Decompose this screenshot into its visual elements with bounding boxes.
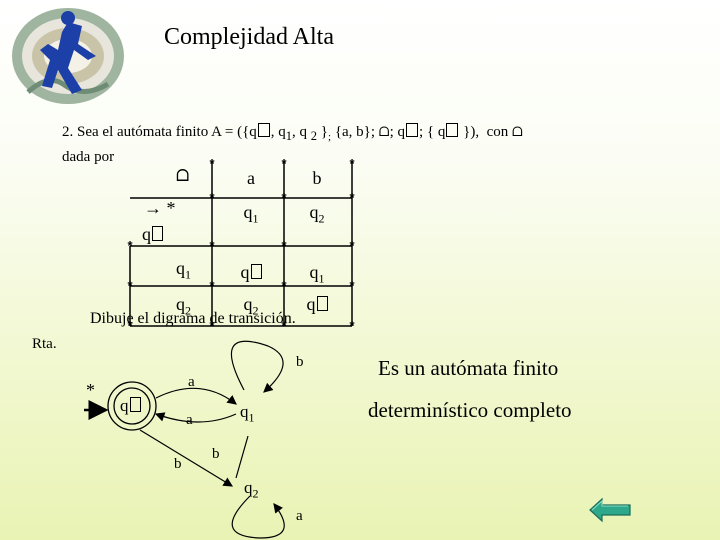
edge-label: a [186, 412, 193, 428]
statement-prefix: 2. Sea el autómata finito A = ({q [62, 124, 257, 140]
delta-glyph-icon: ᗝ [176, 168, 190, 185]
svg-text:*: * [349, 190, 355, 205]
svg-text:*: * [349, 278, 355, 293]
state-label-q0: q [120, 396, 141, 416]
state-label-q2: q2 [244, 478, 259, 501]
state-q0-inner [113, 387, 151, 425]
state-q2-text: q [299, 124, 308, 140]
instruction-caption: Dibuje el digrama de transición. [90, 310, 296, 327]
svg-text:*: * [281, 278, 287, 293]
answer-label: Rta. [32, 336, 57, 352]
edge-q0-q2-b [139, 429, 234, 487]
cell-q1-a: q [216, 262, 286, 283]
subscript: 1 [252, 211, 259, 226]
svg-text:*: * [209, 318, 215, 332]
edge-q2-q1-b [235, 435, 249, 479]
cell-text: q [309, 202, 319, 222]
subscript: 2 [252, 486, 259, 501]
delta-glyph-icon: ᗝ [512, 124, 523, 139]
cell-q0-b: q2 [282, 202, 352, 227]
missing-glyph [152, 226, 163, 241]
subscript: 2 [252, 303, 259, 318]
edge-q1-self-b [230, 340, 284, 393]
subscript-punct: ; [328, 131, 332, 143]
accept-mark: * [166, 198, 176, 218]
state-q1-text: q [278, 124, 286, 140]
svg-text:*: * [127, 318, 133, 332]
edge-q2-self-a [231, 495, 285, 539]
conclusion-line2: determinístico completo [368, 398, 572, 422]
cell-text: q [176, 258, 185, 278]
svg-text:*: * [281, 190, 287, 205]
svg-text:*: * [349, 156, 355, 171]
svg-text:*: * [281, 156, 287, 171]
svg-text:*: * [209, 278, 215, 293]
transition-table-grid: * * * * * * * * * * * * * * * * * * [127, 156, 355, 332]
subscript: 1 [285, 129, 293, 143]
state-diagram [84, 340, 285, 539]
svg-text:*: * [349, 238, 355, 253]
subscript: 1 [318, 271, 325, 286]
edge-q1-q0-a [154, 412, 237, 423]
start-accept-mark: * [86, 380, 95, 400]
svg-text:*: * [209, 238, 215, 253]
statement-line2: dada por [62, 149, 115, 165]
subscript: 2 [310, 129, 318, 143]
cell-text: q [243, 202, 253, 222]
missing-glyph [250, 264, 262, 279]
table-header-a: a [247, 168, 255, 188]
cell-q2-a: q2 [216, 294, 286, 319]
subscript: 1 [185, 267, 191, 282]
state-text: q [244, 478, 253, 497]
svg-text:*: * [209, 190, 215, 205]
missing-glyph [316, 296, 328, 311]
subscript: 2 [185, 303, 191, 318]
page-title: Complejidad Alta [164, 24, 334, 50]
svg-text:*: * [281, 318, 287, 332]
edge-label: b [212, 446, 220, 462]
edge-label: b [174, 456, 182, 472]
cell-text: q [176, 294, 185, 314]
back-arrow-icon[interactable] [588, 496, 632, 524]
cell-q1-b: q1 [282, 262, 352, 287]
subscript: 1 [248, 410, 255, 425]
conclusion-line1: Es un autómata finito [378, 356, 559, 380]
svg-text:*: * [127, 278, 133, 293]
edge-q0-q1-a [155, 387, 237, 405]
missing-glyph [129, 397, 141, 412]
start-arrow-icon: → [144, 198, 162, 218]
missing-glyph [446, 123, 459, 137]
subscript: 2 [318, 211, 325, 226]
cell-q2-b: q [282, 294, 352, 315]
problem-statement: 2. Sea el autómata finito A = ({q, q1, q… [62, 123, 523, 165]
edge-label: b [296, 354, 304, 370]
edge-label: a [296, 508, 303, 524]
cell-q0-a: q1 [216, 202, 286, 227]
missing-glyph [406, 123, 419, 137]
table-header-b: b [312, 168, 322, 188]
delta-glyph-icon: ᗝ [378, 124, 390, 139]
alphabet: {a, b} [334, 124, 371, 140]
table-row: → * [144, 198, 176, 219]
cell-text: q [243, 294, 253, 314]
edge-label: a [188, 374, 195, 390]
svg-text:*: * [349, 318, 355, 332]
svg-text:*: * [209, 156, 215, 171]
con-word: con [486, 124, 509, 140]
cell-text: q [309, 262, 319, 282]
missing-glyph [257, 123, 270, 137]
state-text: q [240, 402, 249, 421]
row-label-q0: q [142, 224, 163, 245]
svg-text:*: * [281, 238, 287, 253]
state-label-q1: q1 [240, 402, 255, 425]
row-label-q2: q2 [176, 294, 191, 319]
runner-clipart-icon [12, 8, 124, 104]
row-label-q1: q1 [176, 258, 191, 283]
svg-text:*: * [127, 238, 133, 253]
